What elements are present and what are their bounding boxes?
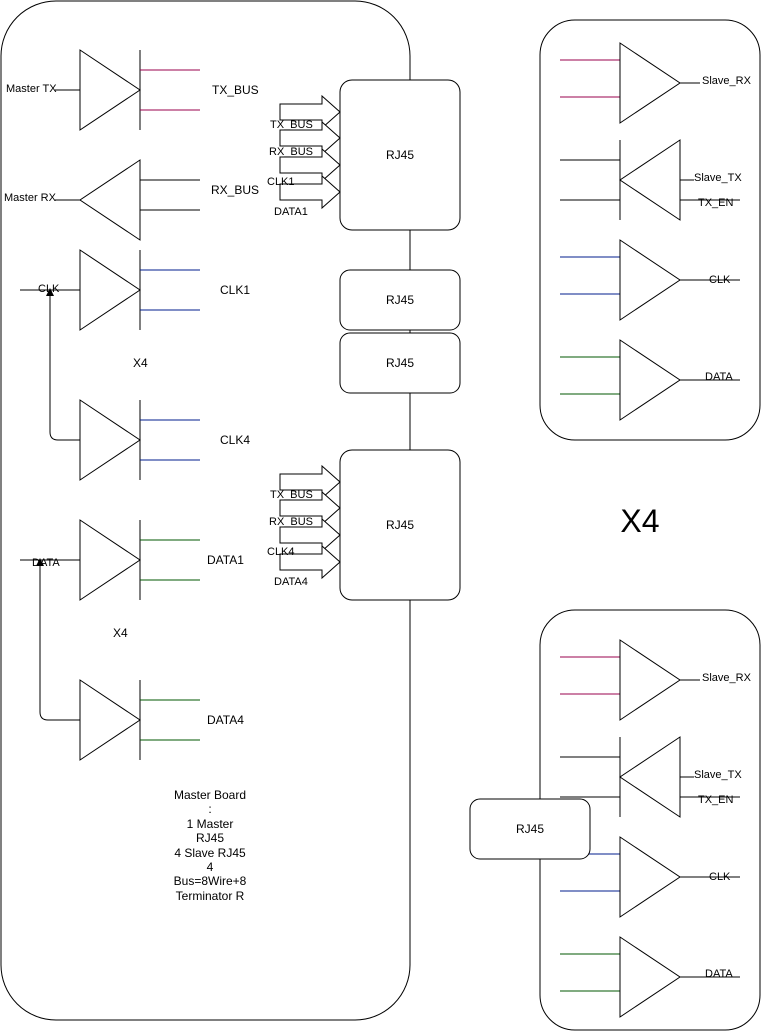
svg-text:CLK: CLK [709, 871, 731, 883]
clk-x4-label: X4 [133, 356, 148, 370]
slave-bottom-tx-receiver [560, 736, 740, 818]
slave-board-top [539, 19, 761, 441]
slave-top-data-driver [560, 339, 740, 421]
master-rx-label: Master RX [4, 192, 57, 204]
slave-bottom-clk-driver [560, 836, 740, 918]
rx-bus-label: RX_BUS [211, 183, 259, 197]
slave-bottom-rx-driver [560, 639, 700, 721]
rj45-mid-1 [339, 269, 461, 331]
data4-label: DATA4 [207, 713, 244, 727]
slave-top-clk-driver [560, 239, 740, 321]
svg-text:Slave_RX: Slave_RX [702, 672, 752, 684]
svg-text:DATA: DATA [705, 968, 733, 980]
svg-text:RJ45: RJ45 [516, 822, 544, 836]
clk1-driver [20, 249, 200, 331]
svg-text:Terminator R: Terminator R [176, 889, 245, 903]
svg-text:4 Slave RJ45: 4 Slave RJ45 [174, 846, 246, 860]
tx-en-label: TX_EN [698, 197, 734, 209]
master-rx-receiver [55, 159, 200, 241]
top-bus-arrows [279, 94, 341, 210]
svg-text:RJ45: RJ45 [386, 356, 414, 370]
svg-text:TX_EN: TX_EN [698, 794, 734, 806]
svg-text:Slave_TX: Slave_TX [694, 769, 742, 781]
svg-text:Master Board: Master Board [174, 788, 246, 802]
data-input-label: DATA [32, 557, 60, 569]
svg-text:DATA: DATA [705, 371, 733, 383]
svg-text:Slave_TX: Slave_TX [694, 172, 742, 184]
data1-label: DATA1 [207, 553, 244, 567]
slave-top-rx-driver [560, 42, 700, 124]
svg-text:Bus=8Wire+8: Bus=8Wire+8 [174, 874, 247, 888]
rj45-mid-2 [339, 332, 461, 394]
svg-text:DATA4: DATA4 [274, 576, 308, 588]
svg-text:Slave_RX: Slave_RX [702, 75, 752, 87]
rj45-bottom [339, 449, 461, 601]
slave-bottom-data-driver [560, 936, 740, 1018]
tx-bus-label: TX_BUS [212, 83, 259, 97]
svg-text:RX_BUS: RX_BUS [269, 516, 313, 528]
svg-text::: : [208, 802, 211, 816]
clk4-label: CLK4 [220, 433, 250, 447]
svg-text:TX_BUS: TX_BUS [270, 489, 313, 501]
data4-driver [36, 558, 200, 761]
clk4-driver [46, 288, 200, 481]
svg-text:4: 4 [207, 860, 214, 874]
svg-text:CLK4: CLK4 [267, 546, 295, 558]
svg-text:1 Master: 1 Master [187, 817, 234, 831]
svg-text:RJ45: RJ45 [386, 148, 414, 162]
data-x4-label: X4 [113, 626, 128, 640]
svg-text:DATA1: DATA1 [274, 206, 308, 218]
svg-text:RX_BUS: RX_BUS [269, 146, 313, 158]
svg-text:RJ45: RJ45 [196, 831, 224, 845]
slave-x4-label: X4 [620, 503, 659, 539]
slave-top-tx-receiver [560, 139, 740, 221]
master-board-note: Master Board : 1 Master RJ45 4 Slave RJ4… [174, 788, 247, 903]
svg-text:TX_BUS: TX_BUS [270, 119, 313, 131]
svg-text:CLK1: CLK1 [267, 176, 295, 188]
data1-driver [20, 519, 200, 601]
svg-text:CLK: CLK [709, 274, 731, 286]
svg-text:RJ45: RJ45 [386, 518, 414, 532]
rj45-slave [469, 798, 591, 860]
bottom-bus-arrows [279, 464, 341, 580]
master-tx-label: Master TX [6, 83, 57, 95]
rj45-top [339, 79, 461, 231]
clk1-label: CLK1 [220, 283, 250, 297]
master-tx-driver [55, 49, 200, 131]
svg-text:RJ45: RJ45 [386, 293, 414, 307]
clk-input-label: CLK [38, 283, 60, 295]
